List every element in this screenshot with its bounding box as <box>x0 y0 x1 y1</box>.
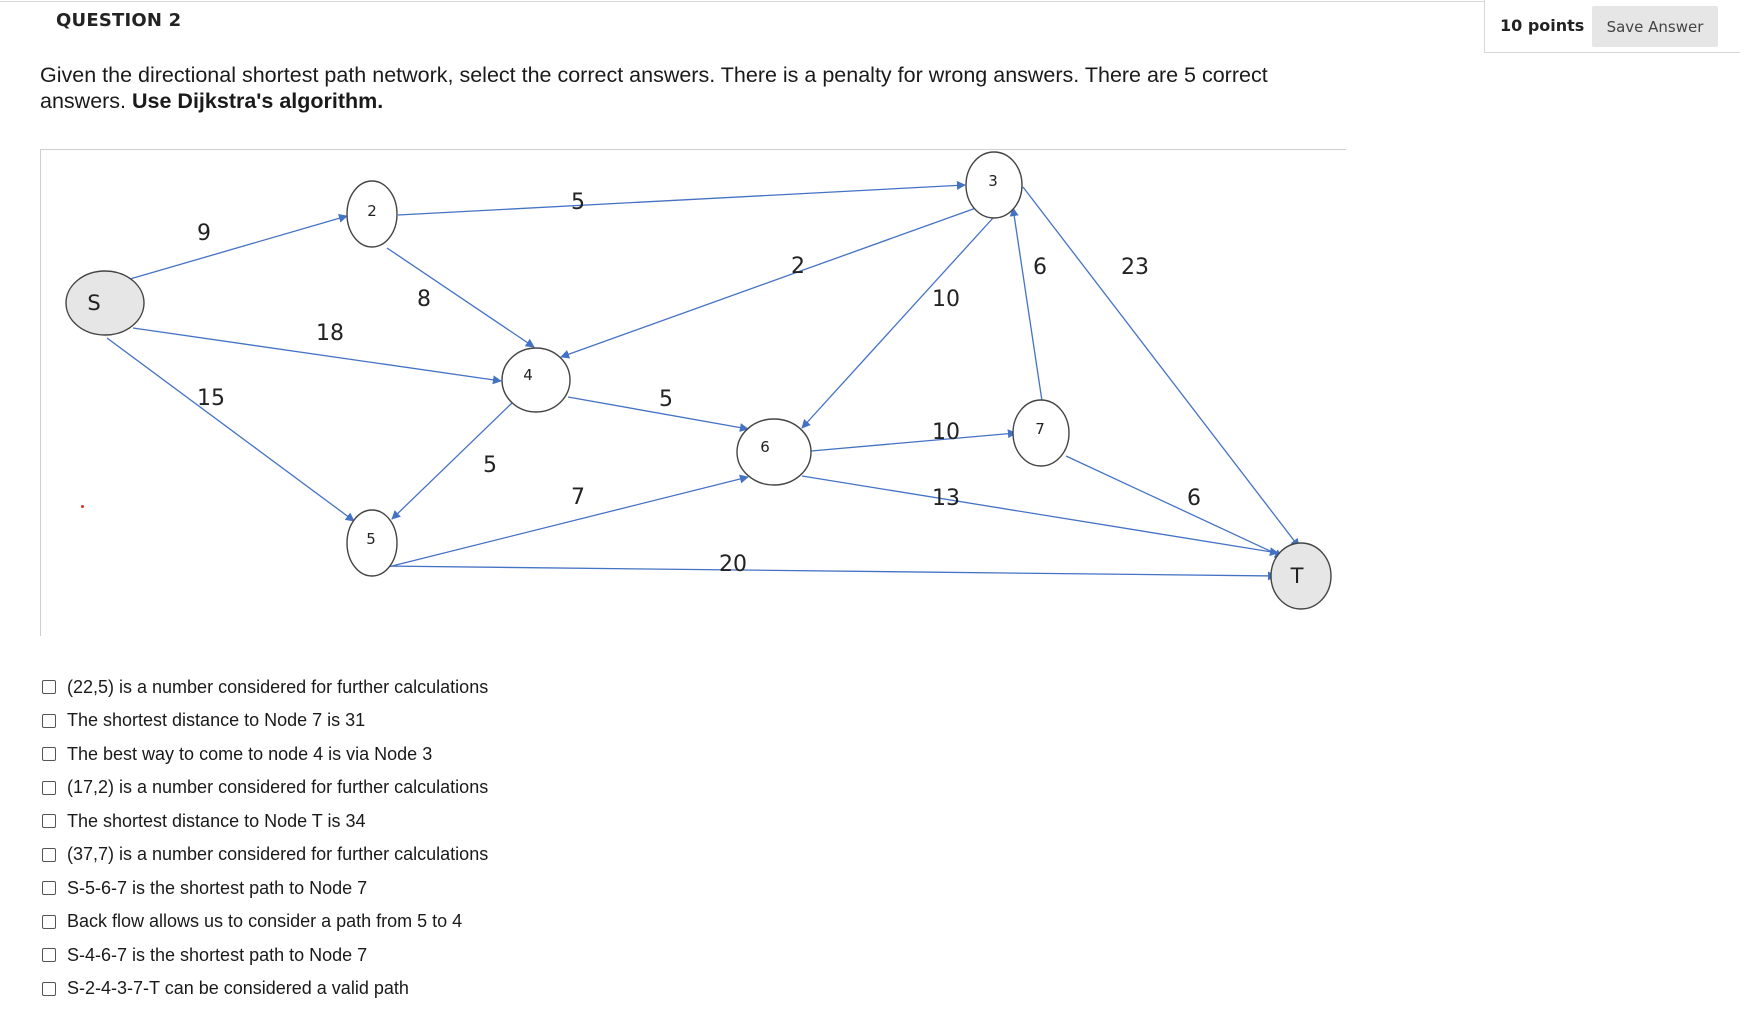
edge-weight-7-3: 6 <box>1033 255 1047 280</box>
edge-weight-s-2: 9 <box>197 221 211 246</box>
answer-option[interactable]: (37,7) is a number considered for furthe… <box>40 840 488 870</box>
answer-option[interactable]: S-2-4-3-7-T can be considered a valid pa… <box>40 974 409 1004</box>
edge-weight-3-t: 23 <box>1121 255 1149 280</box>
edge-weight-s-5: 15 <box>197 386 225 411</box>
node-6: 6 <box>736 418 812 486</box>
edge-5-6 <box>387 474 749 568</box>
edge-weight-3-4: 2 <box>791 254 805 279</box>
edge-3-4 <box>560 207 977 359</box>
node-s: S <box>65 270 145 336</box>
option-label: S-4-6-7 is the shortest path to Node 7 <box>67 944 368 965</box>
node-7: 7 <box>1012 399 1070 467</box>
node-7-label: 7 <box>1035 420 1045 438</box>
edge-s-5 <box>106 337 355 522</box>
edge-weight-2-4: 8 <box>417 287 431 312</box>
node-3-label: 3 <box>988 172 998 190</box>
checkbox[interactable] <box>42 680 56 694</box>
nodes: S 2 3 4 5 6 7 T <box>65 151 1332 610</box>
question-text-main: Given the directional shortest path netw… <box>40 63 1268 113</box>
node-t: T <box>1270 542 1332 610</box>
edge-4-5 <box>391 402 513 520</box>
checkbox[interactable] <box>42 948 56 962</box>
node-s-label: S <box>87 291 100 315</box>
checkbox[interactable] <box>42 881 56 895</box>
node-4-label: 4 <box>523 366 533 384</box>
node-5-label: 5 <box>366 530 376 548</box>
checkbox[interactable] <box>42 981 56 996</box>
edge-2-3 <box>397 180 966 216</box>
node-6-label: 6 <box>760 438 770 456</box>
edge-weight-5-6: 7 <box>571 485 585 510</box>
checkbox[interactable] <box>42 847 56 862</box>
edge-3-6 <box>801 217 994 429</box>
option-label: The shortest distance to Node T is 34 <box>67 810 366 831</box>
checkbox[interactable] <box>42 814 56 828</box>
edge-6-7 <box>810 429 1017 452</box>
edge-2-4 <box>386 247 535 348</box>
option-label: S-5-6-7 is the shortest path to Node 7 <box>67 877 368 898</box>
answer-option[interactable]: S-4-6-7 is the shortest path to Node 7 <box>40 940 367 970</box>
answer-option[interactable]: (22,5) is a number considered for furthe… <box>40 672 488 702</box>
node-2: 2 <box>346 180 398 248</box>
checkbox[interactable] <box>42 747 56 761</box>
top-divider <box>0 1 1484 2</box>
node-2-label: 2 <box>367 202 377 220</box>
edge-7-t <box>1065 455 1284 558</box>
edge-4-6 <box>567 396 749 433</box>
edge-weight-6-7: 10 <box>932 420 960 445</box>
edge-weight-5-t: 20 <box>719 552 747 577</box>
node-4: 4 <box>501 347 571 413</box>
answer-option[interactable]: The shortest distance to Node T is 34 <box>40 806 366 836</box>
checkbox[interactable] <box>42 914 56 929</box>
option-label: S-2-4-3-7-T can be considered a valid pa… <box>67 978 409 998</box>
edge-s-2 <box>129 213 348 280</box>
answer-option[interactable]: The shortest distance to Node 7 is 31 <box>40 706 365 736</box>
option-label: (37,7) is a number considered for furthe… <box>67 844 489 864</box>
edge-weight-7-t: 6 <box>1187 486 1201 511</box>
checkbox[interactable] <box>42 713 56 728</box>
node-3: 3 <box>965 151 1023 219</box>
points-label: 10 points <box>1500 16 1585 35</box>
option-label: The shortest distance to Node 7 is 31 <box>67 710 366 730</box>
save-answer-button[interactable]: Save Answer <box>1592 6 1718 47</box>
option-label: (22,5) is a number considered for furthe… <box>67 676 489 697</box>
node-5: 5 <box>346 509 398 577</box>
stray-mark <box>81 505 84 508</box>
edge-5-t <box>379 565 1277 581</box>
edge-3-t <box>1022 186 1300 548</box>
edge-weight-4-6: 5 <box>659 387 673 412</box>
edge-weights: 9 18 15 5 8 2 10 23 5 5 7 20 10 13 6 6 <box>197 190 1201 577</box>
answer-option[interactable]: (17,2) is a number considered for furthe… <box>40 773 488 803</box>
answer-option[interactable]: Back flow allows us to consider a path f… <box>40 907 462 937</box>
edge-s-4 <box>132 327 502 385</box>
question-title: QUESTION 2 <box>56 10 182 31</box>
edge-7-3 <box>1009 207 1043 402</box>
answer-option[interactable]: The best way to come to node 4 is via No… <box>40 739 432 769</box>
edge-weight-6-t: 13 <box>932 486 960 511</box>
question-text-bold: Use Dijkstra's algorithm. <box>132 89 384 113</box>
edge-weight-s-4: 18 <box>316 321 344 346</box>
answer-option[interactable]: S-5-6-7 is the shortest path to Node 7 <box>40 873 367 903</box>
option-label: Back flow allows us to consider a path f… <box>67 911 463 931</box>
option-label: The best way to come to node 4 is via No… <box>67 743 433 764</box>
edge-6-t <box>801 475 1279 557</box>
node-t-label: T <box>1290 564 1304 588</box>
edge-weight-2-3: 5 <box>571 190 585 215</box>
checkbox[interactable] <box>42 780 56 795</box>
option-label: (17,2) is a number considered for furthe… <box>67 777 489 797</box>
edge-weight-4-5: 5 <box>483 453 497 478</box>
question-text: Given the directional shortest path netw… <box>40 62 1340 114</box>
diagram-frame <box>40 149 1346 636</box>
edge-weight-3-6: 10 <box>932 287 960 312</box>
edges <box>106 180 1300 581</box>
